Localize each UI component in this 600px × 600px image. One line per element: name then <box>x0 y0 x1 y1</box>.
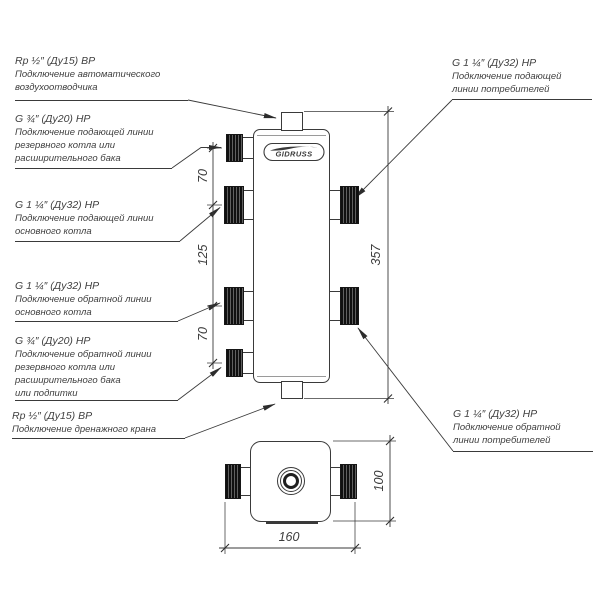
air-vent-stub <box>281 112 303 131</box>
callout-line: Подключение обратной <box>453 422 561 433</box>
callout-line: Подключение обратной линии <box>15 294 152 305</box>
callout-line: Подключение подающей линии <box>15 213 154 224</box>
port-neck <box>243 291 254 321</box>
callout-consumers-return: G 1 ¼″ (Ду32) НР Подключение обратной ли… <box>453 408 593 452</box>
port-thread-reserve-return <box>226 349 243 377</box>
callout-line: Подключение подающей линии <box>15 127 154 138</box>
callout-line: Подключение дренажного крана <box>12 424 157 435</box>
callout-line: резервного котла или <box>15 140 115 151</box>
callout-reserve-return: G ¾″ (Ду20) НР Подключение обратной лини… <box>15 335 178 401</box>
brand-logo: GIDRUSS <box>263 142 325 167</box>
callout-spec: Rp ½″ (Ду15) ВР <box>12 410 93 422</box>
port-thread-reserve-supply <box>226 134 243 162</box>
port-thread-consumers-supply <box>340 186 359 224</box>
dim-overall-width: 160 <box>278 530 300 544</box>
leader-drain <box>184 403 276 439</box>
leader-consumers-supply <box>354 99 453 199</box>
callout-air-vent: Rp ½″ (Ду15) ВР Подключение автоматическ… <box>15 55 188 101</box>
callout-line: резервного котла или <box>15 362 115 373</box>
port-neck <box>242 352 254 374</box>
dim-port-spacing-top: 70 <box>196 169 210 183</box>
callout-line: воздухоотводчика <box>15 82 98 93</box>
callout-consumers-supply: G 1 ¼″ (Ду32) НР Подключение подающей ли… <box>452 57 592 100</box>
callout-line: Подключение автоматического <box>15 69 161 80</box>
base-edge-line <box>266 522 318 524</box>
bottom-cap-seam <box>257 376 326 377</box>
callout-spec: Rp ½″ (Ду15) ВР <box>15 55 96 67</box>
dim-body-depth: 100 <box>372 470 386 492</box>
callout-main-return: G 1 ¼″ (Ду32) НР Подключение обратной ли… <box>15 280 178 322</box>
callout-spec: G 1 ¼″ (Ду32) НР <box>452 57 537 69</box>
dim-port-spacing-bottom: 70 <box>196 327 210 341</box>
center-port-thread-circle <box>283 473 299 489</box>
dim-overall-height: 357 <box>369 244 383 266</box>
top-cap-seam <box>257 135 326 136</box>
callout-line: Подключение обратной линии <box>15 349 152 360</box>
leader-air-vent <box>187 99 277 119</box>
top-view-right-thread <box>340 464 357 499</box>
logo-text: GIDRUSS <box>276 150 313 159</box>
port-neck <box>243 190 254 220</box>
callout-reserve-supply: G ¾″ (Ду20) НР Подключение подающей лини… <box>15 113 172 169</box>
logo-swoosh-icon <box>270 146 318 151</box>
callout-spec: G 1 ¼″ (Ду32) НР <box>15 199 100 211</box>
callout-spec: G 1 ¼″ (Ду32) НР <box>15 280 100 292</box>
leader-consumers-return <box>357 327 454 452</box>
port-thread-consumers-return <box>340 287 359 325</box>
callout-line: основного котла <box>15 307 92 318</box>
top-view-left-thread <box>225 464 241 499</box>
port-thread-main-return <box>224 287 244 325</box>
port-thread-main-supply <box>224 186 244 224</box>
callout-spec: G 1 ¼″ (Ду32) НР <box>453 408 538 420</box>
callout-spec: G ¾″ (Ду20) НР <box>15 113 91 125</box>
separator-body-front-view <box>253 129 330 383</box>
drain-stub <box>281 381 303 399</box>
port-neck <box>242 137 254 159</box>
callout-line: расширительного бака <box>15 375 121 386</box>
callout-line: основного котла <box>15 226 92 237</box>
callout-spec: G ¾″ (Ду20) НР <box>15 335 91 347</box>
leader-reserve-return <box>177 367 222 401</box>
callout-line: или подпитки <box>15 388 78 399</box>
port-neck <box>240 467 251 496</box>
callout-line: расширительного бака <box>15 153 121 164</box>
dim-port-spacing-middle: 125 <box>196 244 210 266</box>
callout-main-supply: G 1 ¼″ (Ду32) НР Подключение подающей ли… <box>15 199 180 242</box>
callout-line: Подключение подающей <box>452 71 562 82</box>
callout-line: линии потребителей <box>452 84 550 95</box>
callout-drain: Rp ½″ (Ду15) ВР Подключение дренажного к… <box>12 410 185 439</box>
callout-line: линии потребителей <box>453 435 551 446</box>
